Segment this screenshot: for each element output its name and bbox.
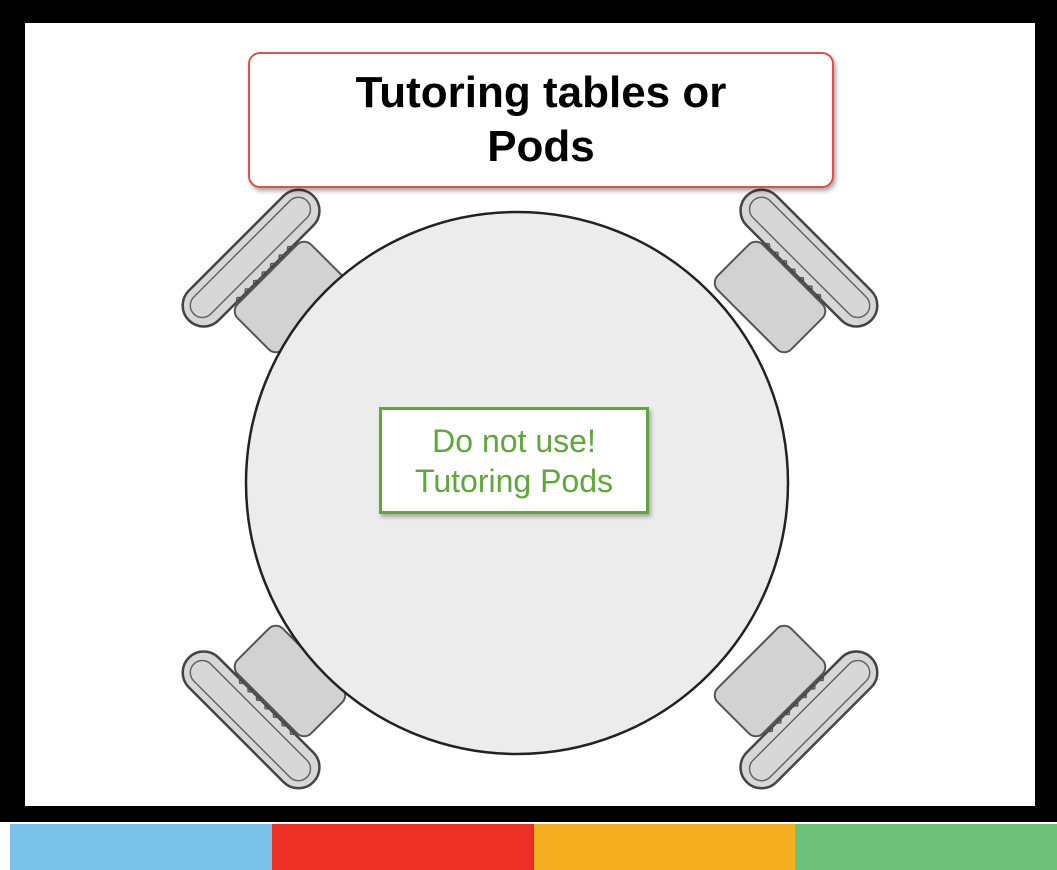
- diagram-title: Tutoring tables or Pods: [355, 68, 727, 171]
- color-bar-green: [795, 824, 1057, 870]
- table-label-line-2: Tutoring Pods: [414, 462, 614, 499]
- title-box: Tutoring tables or Pods: [248, 52, 834, 188]
- color-bar-blue: [10, 824, 272, 870]
- table-label-line-1: Do not use!: [432, 422, 596, 459]
- table-label-box: Do not use! Tutoring Pods: [379, 407, 649, 514]
- black-frame: Tutoring tables or Pods Do not use! Tuto…: [0, 0, 1057, 822]
- diagram-canvas: Tutoring tables or Pods Do not use! Tuto…: [25, 23, 1035, 806]
- color-bar-orange: [533, 824, 796, 870]
- color-bar-red: [271, 824, 534, 870]
- color-bar: [10, 824, 1057, 870]
